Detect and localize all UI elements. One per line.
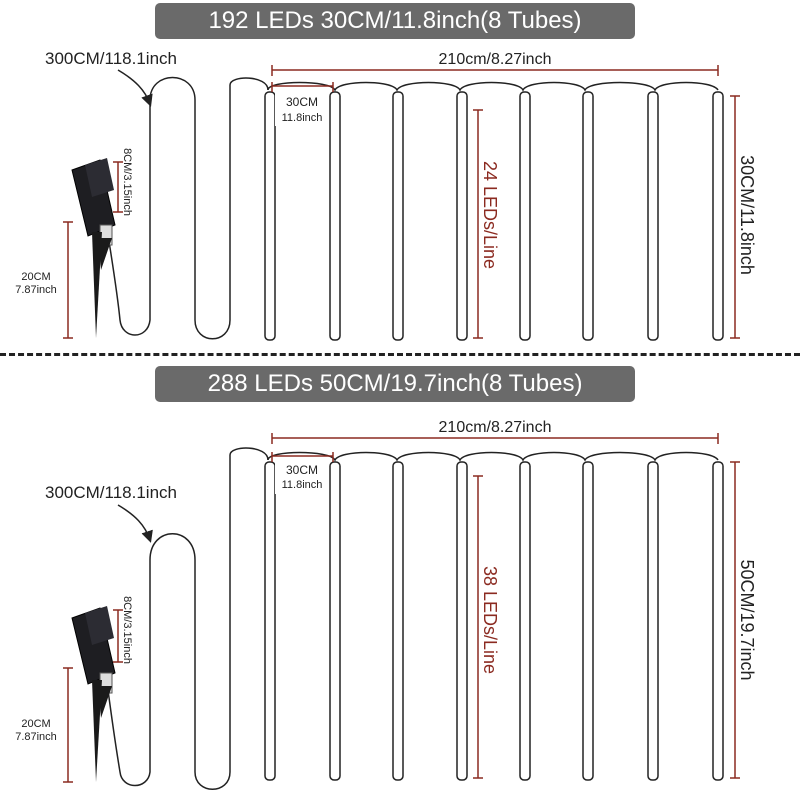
tube-2 [329,461,341,781]
tubes [264,91,724,341]
leds-per-line-label: 38 LEDs/Line [480,566,500,674]
tube-8 [712,91,724,341]
tube-6 [582,91,594,341]
tube-7 [647,91,659,341]
tube-4 [456,461,468,781]
cable-arrow [117,69,153,107]
cable-path [107,76,269,340]
stake-cm-label: 20CM [21,718,50,730]
tube-5 [519,461,531,781]
tube-3 [392,461,404,781]
cable-length-label: 300CM/118.1inch [45,49,177,68]
spacing-cm-label: 30CM [286,463,318,477]
panel-height-label: 8CM/3.15inch [121,148,133,216]
stake-inch-label: 7.87inch [15,284,57,296]
stake-cm-label: 20CM [21,271,50,283]
stake-inch-label: 7.87inch [15,731,57,743]
total-width-label: 210cm/8.27inch [439,51,552,68]
tube-4 [456,91,468,341]
solar-panel [71,606,116,782]
tube-1 [264,461,276,781]
tube-5 [519,91,531,341]
spacing-inch-label: 11.8inch [282,112,323,124]
cable-arrow [117,504,153,543]
tube-length-label: 30CM/11.8inch [737,155,757,275]
tube-8 [712,461,724,781]
tube-3 [392,91,404,341]
tube-length-label: 50CM/19.7inch [737,559,757,680]
tube-6 [582,461,594,781]
panel-height-label: 8CM/3.15inch [121,596,133,664]
tubes [264,461,724,781]
total-width-label: 210cm/8.27inch [439,419,552,436]
title-banner-bottom: 288 LEDs 50CM/19.7inch(8 Tubes) [155,366,635,402]
tube-1 [264,91,276,341]
section-divider [0,353,800,356]
tube-7 [647,461,659,781]
title-banner-top: 192 LEDs 30CM/11.8inch(8 Tubes) [155,3,635,39]
spacing-inch-label: 11.8inch [282,479,323,491]
leds-per-line-label: 24 LEDs/Line [480,161,500,269]
cable-path [107,447,269,790]
tube-wire [267,451,719,462]
tube-2 [329,91,341,341]
solar-panel [71,158,116,338]
spacing-cm-label: 30CM [286,95,318,109]
tube-wire [267,81,719,92]
cable-length-label: 300CM/118.1inch [45,483,177,502]
top-panel: 300CM/118.1inch 210cm/8.27inch 30CM 11.8… [15,49,757,341]
bottom-panel: 300CM/118.1inch 210cm/8.27inch 30CM 11.8… [15,419,757,790]
